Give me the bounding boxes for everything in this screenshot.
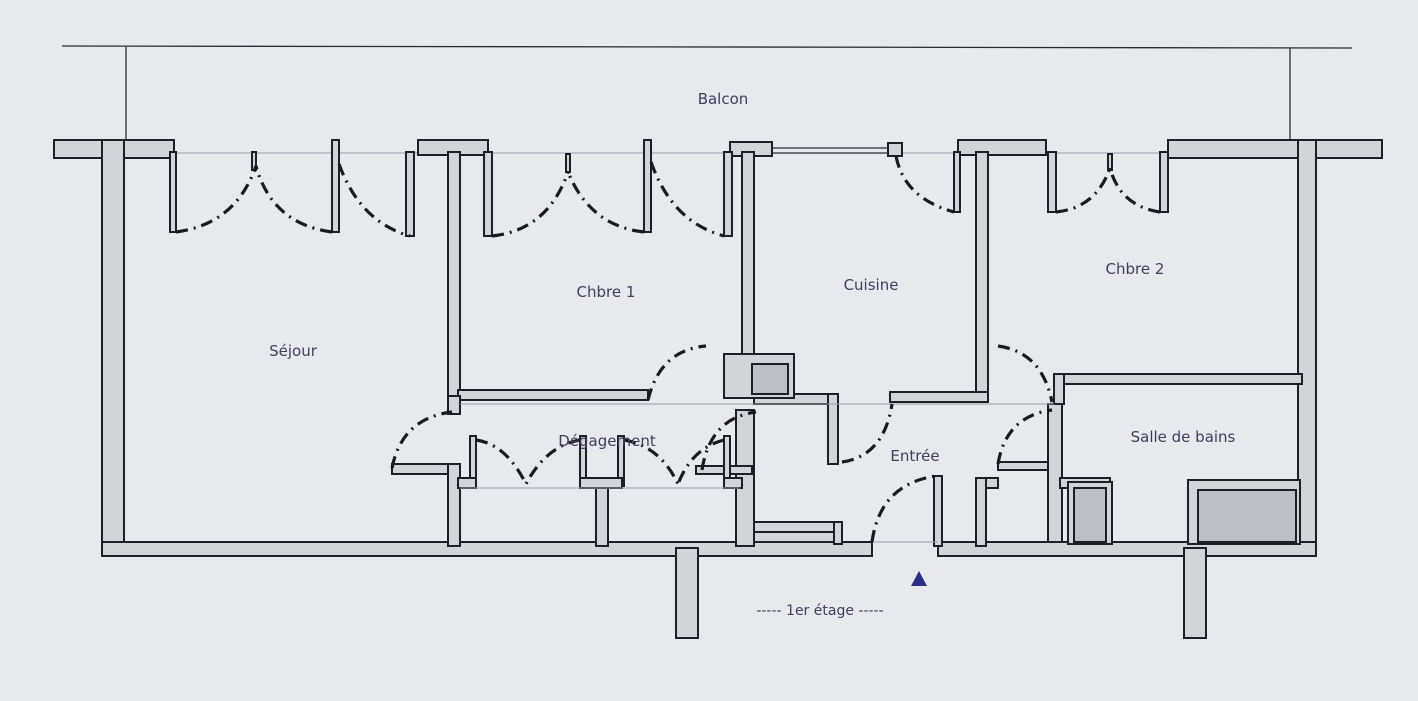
floor-label: ----- 1er étage -----: [756, 603, 883, 619]
room-label-salle-de-bains: Salle de bains: [1131, 428, 1236, 446]
door-swings: [175, 155, 1161, 543]
room-label-sejour: Séjour: [269, 342, 318, 360]
room-label-cuisine: Cuisine: [844, 276, 899, 294]
interior-walls: [391, 151, 1303, 547]
window-piers: [169, 139, 1169, 237]
exterior-walls: [101, 139, 1317, 639]
room-label-balcon: Balcon: [698, 90, 749, 108]
facade-wall: [53, 139, 1383, 159]
room-label-degagement: Dégagement: [558, 432, 656, 450]
room-label-chbre-2: Chbre 2: [1106, 260, 1165, 278]
reference-lines: [460, 403, 1054, 543]
room-label-chbre-1: Chbre 1: [577, 283, 636, 301]
triangle-marker-icon: [911, 571, 927, 586]
room-label-entree: Entrée: [890, 447, 939, 465]
